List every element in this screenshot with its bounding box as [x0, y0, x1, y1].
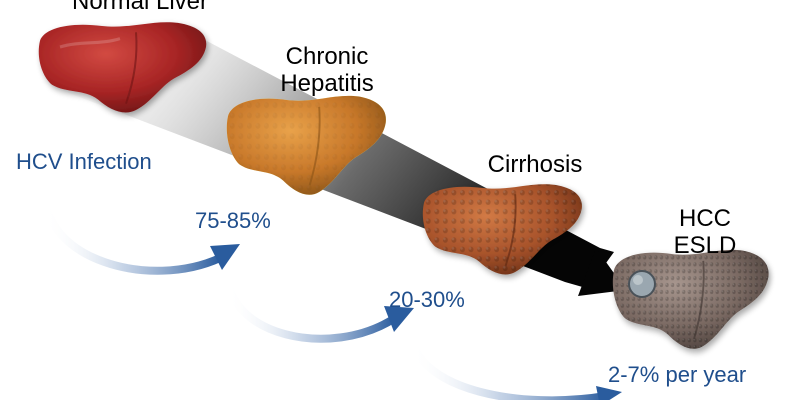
label-normal-liver: Normal Liver: [71, 0, 209, 15]
label-rate-hcc: 2-7% per year: [608, 362, 747, 387]
label-chronic-line2: Hepatitis: [280, 70, 374, 97]
label-hcc-esld: HCC ESLD: [660, 205, 750, 259]
arrowhead-cirrhosis: [384, 306, 414, 332]
label-esld: ESLD: [673, 232, 737, 259]
label-rate-chronic: 75-85%: [195, 208, 271, 233]
cirrhosis-liver: [422, 184, 582, 275]
curve-arrow-cirrhosis-to-hcc: [408, 334, 610, 400]
hcc-liver: [612, 249, 769, 349]
tumor-lesion: [628, 270, 656, 298]
label-cirrhosis: Cirrhosis: [487, 151, 583, 178]
label-chronic-hepatitis: Chronic Hepatitis: [272, 43, 382, 97]
label-hcc: HCC: [679, 205, 731, 232]
normal-liver: [38, 22, 207, 113]
label-hcv-infection: HCV Infection: [16, 149, 152, 174]
label-rate-cirrhosis: 20-30%: [389, 287, 465, 312]
label-chronic-line1: Chronic: [285, 43, 369, 70]
arrowhead-hcc: [596, 386, 622, 400]
curve-arrow-chronic-to-cirrhosis: [223, 268, 399, 343]
curve-arrow-infection-to-chronic: [40, 184, 224, 275]
chronic-hepatitis-liver: [226, 95, 386, 195]
arrowhead-chronic: [210, 244, 240, 270]
